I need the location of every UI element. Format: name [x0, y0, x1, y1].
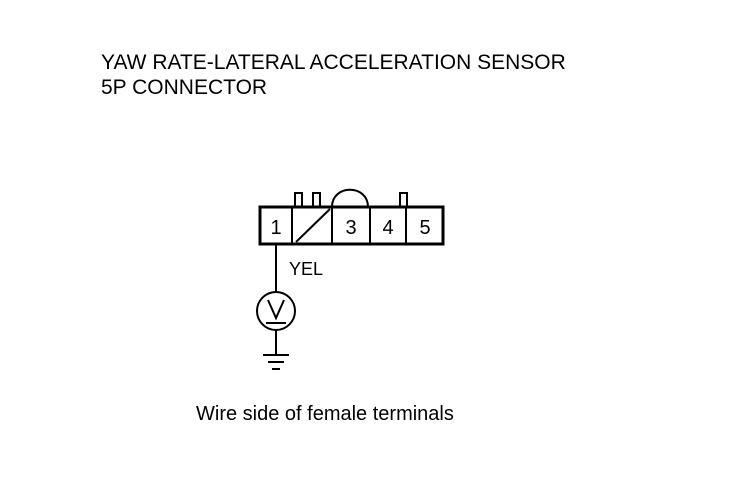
pin-4-label: 4 — [382, 217, 393, 239]
connector-body — [258, 205, 445, 246]
pin-dividers — [291, 207, 407, 244]
diagram-title-line-1: YAW RATE-LATERAL ACCELERATION SENSOR — [101, 51, 566, 74]
connector-hump — [331, 188, 369, 208]
voltmeter-icon — [256, 291, 296, 331]
locking-tab — [294, 192, 303, 208]
locking-tab — [312, 192, 321, 208]
ground-icon — [263, 354, 289, 370]
diagram-caption: Wire side of female terminals — [196, 403, 454, 425]
pin-1-label: 1 — [270, 217, 281, 239]
pin-2-blank-slash — [295, 208, 331, 243]
pin-3-label: 3 — [345, 217, 356, 239]
locking-tab — [399, 192, 408, 208]
pin-5-label: 5 — [419, 217, 430, 239]
diagram-title-line-2: 5P CONNECTOR — [101, 76, 268, 99]
wire-color-label: YEL — [289, 259, 323, 279]
